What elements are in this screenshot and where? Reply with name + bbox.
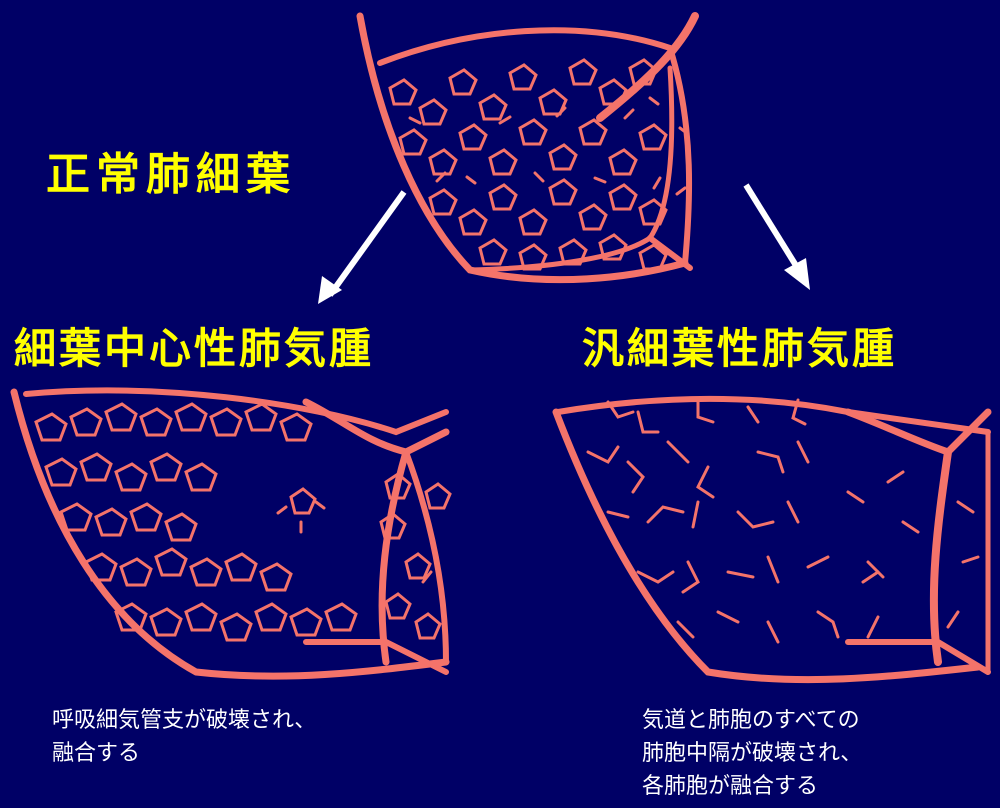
caption-line: 肺胞中隔が破壊され、: [642, 741, 863, 766]
caption-line: 気道と肺胞のすべての: [642, 708, 860, 733]
panacinar-caption: 気道と肺胞のすべての 肺胞中隔が破壊され、 各肺胞が融合する: [642, 704, 862, 803]
normal-lobule-illustration: [356, 12, 699, 284]
centriacinar-caption: 呼吸細気管支が破壊され、 融合する: [52, 704, 316, 770]
arrow-head-right: [784, 258, 810, 290]
panacinar-emphysema-label: 汎細葉性肺気腫: [582, 324, 898, 373]
caption-line: 各肺胞が融合する: [642, 774, 819, 799]
panacinar-lobule-illustration: [552, 395, 992, 684]
arrow-head-left: [318, 276, 342, 304]
caption-line: 呼吸細気管支が破壊され、: [52, 708, 317, 733]
centriacinar-lobule-illustration: [10, 387, 452, 680]
normal-lobule-label: 正常肺細葉: [46, 149, 296, 200]
arrow-to-centriacinar: [327, 190, 407, 297]
caption-line: 融合する: [52, 741, 141, 766]
arrow-to-panacinar: [743, 183, 803, 274]
centriacinar-emphysema-label: 細葉中心性肺気腫: [14, 324, 375, 373]
